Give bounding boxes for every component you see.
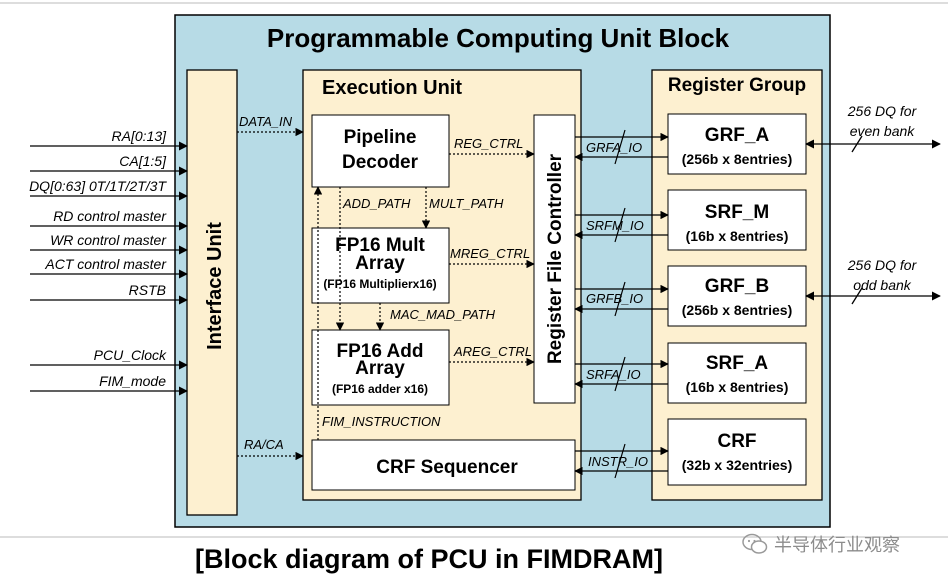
pcu-title: Programmable Computing Unit Block [267,23,730,53]
mac-mad-path-label: MAC_MAD_PATH [390,307,496,322]
crf-register [667,418,807,486]
crf-sequencer [311,439,576,491]
crf-sequencer-label: CRF Sequencer [376,457,518,478]
pipeline-decoder [311,114,450,188]
wechat-icon [742,533,768,554]
srf-a-spec: (16b x 8entries) [686,379,789,395]
grf-b-name: GRF_B [705,276,769,297]
srf-m-spec: (16b x 8entries) [686,228,789,244]
input-label-ca: CA[1:5] [119,153,167,169]
fp16-add-line1: FP16 Add [337,341,424,362]
watermark-text: 半导体行业观察 [774,535,900,556]
external-dq-labels: 256 DQ for even bank 256 DQ for odd bank [847,103,918,293]
interface-unit-label: Interface Unit [204,222,226,350]
input-labels: RA[0:13] CA[1:5] DQ[0:63] 0T/1T/2T/3T RD… [29,128,167,389]
grfb-io-label: GRFB_IO [586,291,643,306]
fp16-mult-line2: Array [355,253,405,274]
fp16-add-line2: Array [355,358,405,379]
register-buses [574,129,669,479]
register-file-controller-label: Register File Controller [545,153,566,364]
input-label-act: ACT control master [44,256,167,272]
add-path-label: ADD_PATH [342,196,411,211]
fp16-mult-line1: FP16 Mult [335,235,425,256]
srfa-bus-tick [614,356,626,392]
input-label-dq: DQ[0:63] 0T/1T/2T/3T [29,178,167,194]
even-bank-label-1: 256 DQ for [847,103,918,119]
crf-name: CRF [717,431,756,452]
instr-io-label: INSTR_IO [588,454,648,469]
mult-path-label: MULT_PATH [429,196,504,211]
grf-b-register [667,265,807,327]
input-label-rstb: RSTB [129,282,166,298]
pcu-block-diagram: Programmable Computing Unit Block Interf… [0,2,948,538]
odd-bank-tick [851,287,863,305]
odd-bank-label-2: odd bank [853,277,912,293]
even-bank-tick [851,135,863,153]
interface-unit [186,69,238,516]
internal-paths [237,127,535,461]
odd-bank-label-1: 256 DQ for [847,257,918,273]
srf-a-name: SRF_A [706,353,769,374]
pipeline-decoder-line1: Pipeline [344,127,417,148]
grf-a-name: GRF_A [705,125,770,146]
input-label-clock: PCU_Clock [94,347,167,363]
fp16-mult-array [311,227,450,304]
crf-spec: (32b x 32entries) [682,457,793,473]
input-label-ra: RA[0:13] [112,128,168,144]
pipeline-decoder-line2: Decoder [342,152,419,173]
figure-caption: [Block diagram of PCU in FIMDRAM] [0,538,948,582]
register-file-controller [533,114,576,404]
srfa-io-label: SRFA_IO [586,367,641,382]
srf-a-register [667,342,807,404]
fp16-add-spec: (FP16 adder x16) [332,382,428,396]
mreg-ctrl-label: MREG_CTRL [450,246,530,261]
reg-ctrl-label: REG_CTRL [454,136,523,151]
watermark: 半导体行业观察 [742,530,900,558]
srfm-io-label: SRFM_IO [586,218,644,233]
fp16-mult-spec: (FP16 Multiplierx16) [323,277,436,291]
grfb-bus-tick [614,281,626,317]
external-dq [805,135,941,305]
srf-m-register [667,189,807,251]
input-label-wr: WR control master [50,232,167,248]
input-label-fim: FIM_mode [99,373,166,389]
register-group-label: Register Group [668,75,806,96]
instr-bus-tick [614,443,626,479]
grf-a-register [667,113,807,175]
input-label-rd: RD control master [53,208,167,224]
ra-ca-label: RA/CA [244,437,284,452]
grfa-bus-tick [614,129,626,165]
signal-labels: DATA_IN RA/CA REG_CTRL MREG_CTRL AREG_CT… [239,114,648,469]
caption-text: [Block diagram of PCU in FIMDRAM] [195,544,664,574]
grf-a-spec: (256b x 8entries) [682,151,793,167]
data-in-label: DATA_IN [239,114,293,129]
input-lines [30,141,188,396]
srf-m-name: SRF_M [705,202,769,223]
execution-unit-label: Execution Unit [322,77,462,99]
fim-instruction-label: FIM_INSTRUCTION [322,414,441,429]
grf-b-spec: (256b x 8entries) [682,302,793,318]
even-bank-label-2: even bank [850,123,916,139]
areg-ctrl-label: AREG_CTRL [453,344,532,359]
grfa-io-label: GRFA_IO [586,140,642,155]
srfm-bus-tick [614,207,626,243]
